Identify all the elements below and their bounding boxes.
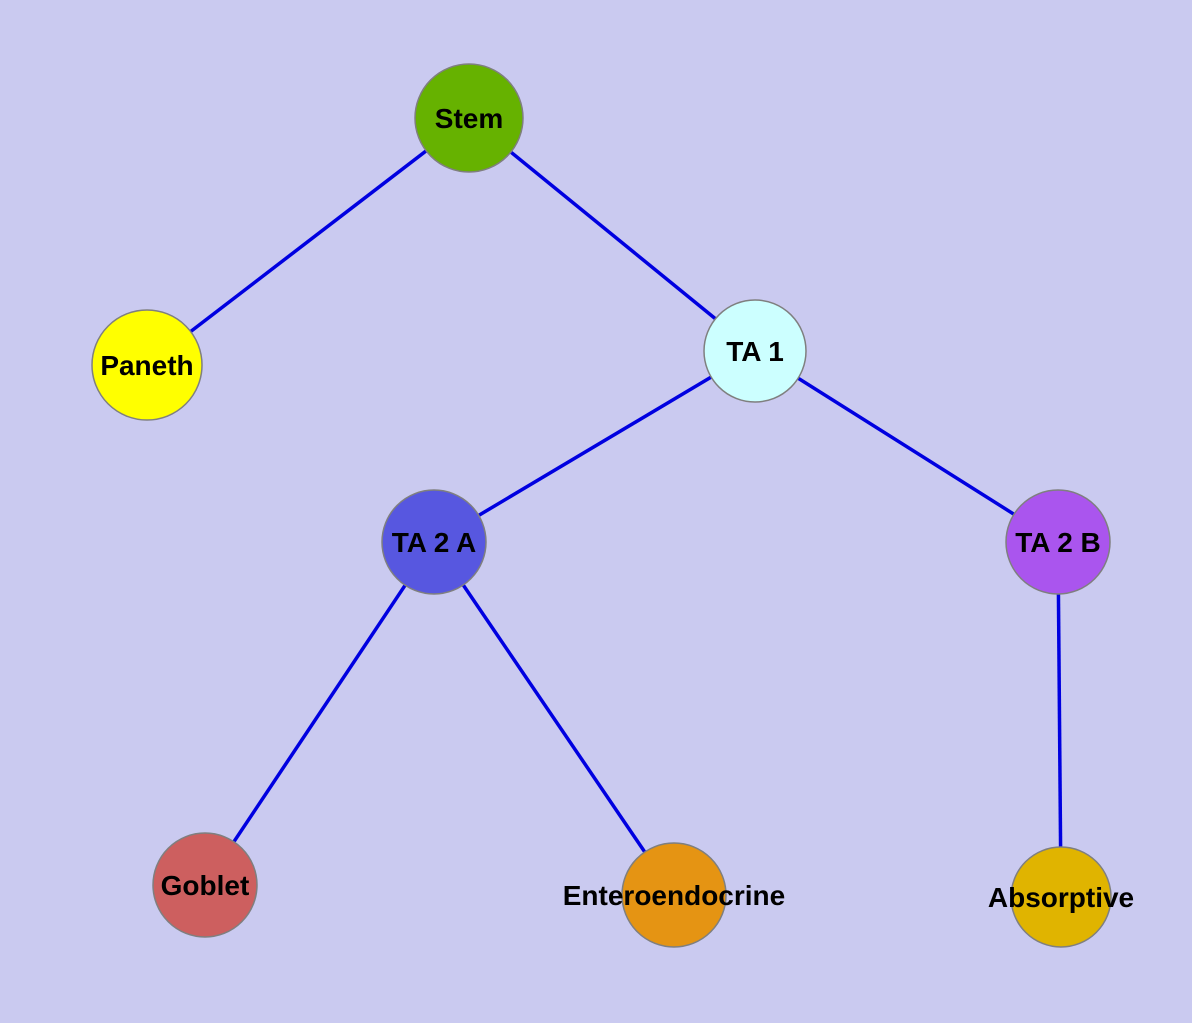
node-group-ta2a: TA 2 A bbox=[381, 489, 487, 595]
edge-ta2a-enteroendocrine bbox=[432, 541, 676, 896]
node-group-ta2b: TA 2 B bbox=[1005, 489, 1111, 595]
node-paneth[interactable] bbox=[91, 309, 203, 421]
node-group-stem: Stem bbox=[414, 63, 524, 173]
edge-stem-paneth bbox=[145, 116, 471, 367]
node-goblet[interactable] bbox=[152, 832, 258, 938]
node-ta2b[interactable] bbox=[1005, 489, 1111, 595]
node-ta2a[interactable] bbox=[381, 489, 487, 595]
edge-ta2b-absorptive bbox=[1056, 541, 1063, 898]
edge-stem-ta1 bbox=[467, 116, 757, 353]
node-group-ta1: TA 1 bbox=[703, 299, 807, 403]
edge-ta1-ta2a bbox=[433, 349, 756, 544]
edge-ta2a-goblet bbox=[203, 541, 436, 886]
edge-ta1-ta2b bbox=[754, 349, 1059, 544]
node-absorptive[interactable] bbox=[1010, 846, 1112, 948]
node-ta1[interactable] bbox=[703, 299, 807, 403]
node-enteroendocrine[interactable] bbox=[621, 842, 727, 948]
node-group-paneth: Paneth bbox=[91, 309, 203, 421]
node-stem[interactable] bbox=[414, 63, 524, 173]
node-group-goblet: Goblet bbox=[152, 832, 258, 938]
